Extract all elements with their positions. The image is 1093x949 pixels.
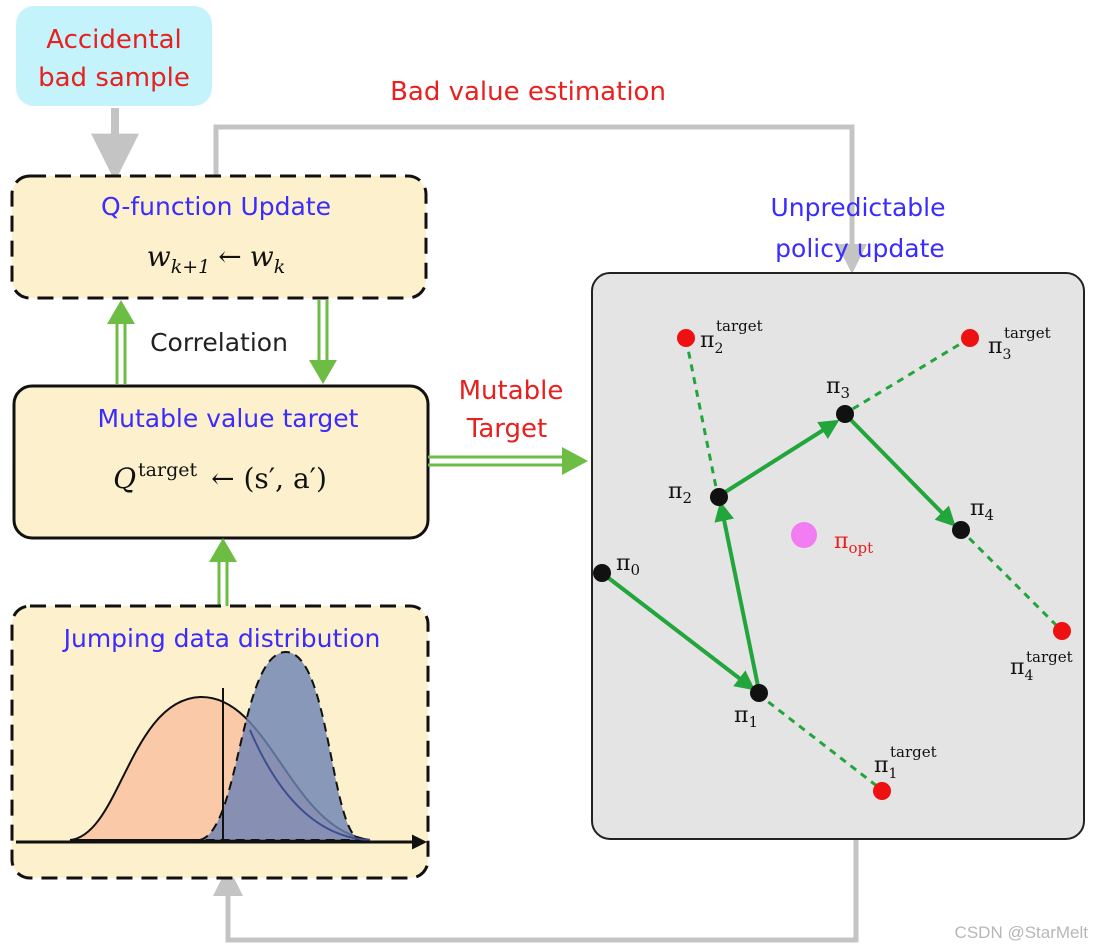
jumping-distribution-title: Jumping data distribution <box>62 624 381 653</box>
mutable-target-label-line1: Mutable <box>459 376 564 406</box>
pi3-label: π3 <box>826 374 850 402</box>
correlation-label: Correlation <box>150 328 288 357</box>
pi1-target-dot <box>873 782 891 800</box>
pi0-node <box>593 564 611 582</box>
pi4-label: π4 <box>970 496 994 524</box>
feedback-line-bottom <box>213 840 859 943</box>
pi1-target-sup: target <box>890 743 937 761</box>
pi2-target-label: π2 <box>700 328 723 357</box>
pi1-target-label: π1 <box>874 753 897 782</box>
blue-curve-tail <box>249 729 371 841</box>
distribution-to-target-arrow <box>209 538 237 606</box>
pi4-target-dot <box>1053 622 1071 640</box>
accidental-line2: bad sample <box>38 63 190 93</box>
mutable-target-title: Mutable value target <box>98 404 359 433</box>
pi2-target-sup: target <box>716 317 763 335</box>
distribution-plot <box>16 650 427 850</box>
feedback-line-top <box>213 124 867 274</box>
qfunction-title: Q-function Update <box>101 192 331 221</box>
pi2-target-dot <box>677 329 695 347</box>
accidental-line1: Accidental <box>46 25 181 55</box>
target-links <box>684 336 1064 792</box>
pi4-target-sup: target <box>1026 648 1073 666</box>
policy-panel <box>591 272 1085 840</box>
qfunction-formula: wk+1←wk <box>147 240 285 278</box>
pi4-node <box>952 521 970 539</box>
pi-opt-dot <box>791 522 817 548</box>
pi2-node <box>710 488 728 506</box>
pi2-label: π2 <box>668 479 692 507</box>
pi3-node <box>836 405 854 423</box>
correlation-arrow-down <box>309 300 337 384</box>
pi1-label: π1 <box>734 703 758 731</box>
policy-title-line1: Unpredictable <box>771 193 946 222</box>
bad-value-estimation-label: Bad value estimation <box>390 77 666 107</box>
pi4-target-label: π4 <box>1010 655 1033 684</box>
pi3-target-label: π3 <box>988 334 1011 363</box>
accidental-box <box>16 6 212 106</box>
pi0-label: π0 <box>616 551 640 579</box>
target-to-policy-arrow <box>428 447 588 475</box>
correlation-arrow-up <box>107 300 135 384</box>
qfunction-box <box>10 174 428 300</box>
blue-distribution <box>199 650 361 841</box>
mutable-target-label-line2: Target <box>466 414 547 444</box>
pi3-target-sup: target <box>1004 324 1051 342</box>
mutable-target-box <box>12 384 430 540</box>
pi3-target-dot <box>961 329 979 347</box>
policy-trajectory <box>600 413 956 692</box>
policy-title-line2: policy update <box>775 234 945 263</box>
watermark: CSDN @StarMelt <box>955 923 1089 942</box>
pi1-node <box>750 684 768 702</box>
pi-opt-label: πopt <box>834 529 873 557</box>
